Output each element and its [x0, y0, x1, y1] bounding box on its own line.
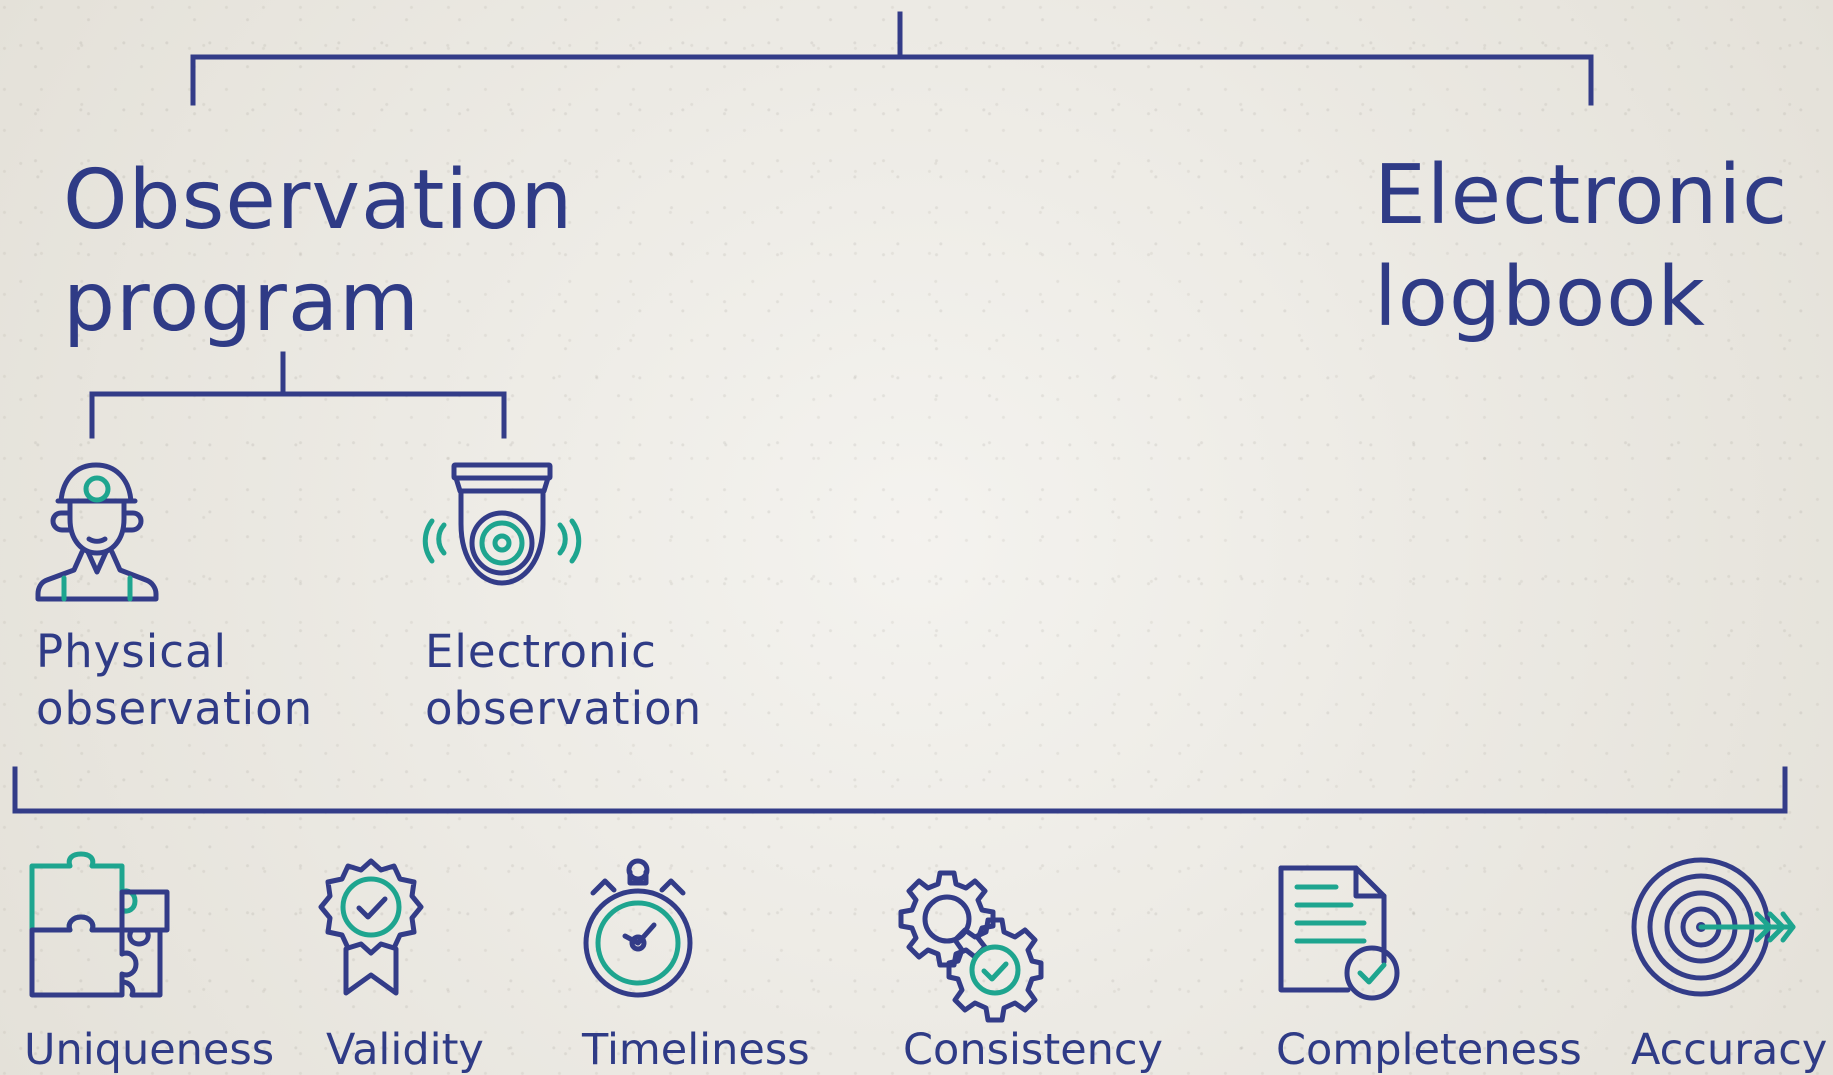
puzzle-icon	[29, 851, 170, 998]
observation-program-connector	[89, 351, 507, 439]
validity-label: Validity	[326, 1025, 484, 1075]
accuracy-label: Accuracy	[1631, 1025, 1828, 1075]
electronic-logbook-title: Electronic logbook	[1374, 148, 1789, 345]
timeliness-label: Timeliness	[582, 1025, 810, 1075]
uniqueness-label: Uniqueness	[24, 1025, 275, 1075]
physical-observation-label: Physical observation	[36, 625, 314, 735]
root-connector	[190, 11, 1594, 106]
electronic-observation-label: Electronic observation	[425, 625, 703, 735]
award-badge-icon	[318, 858, 424, 996]
completeness-label: Completeness	[1276, 1025, 1582, 1075]
document-check-icon	[1278, 865, 1400, 1001]
security-camera-icon	[422, 462, 582, 586]
stopwatch-icon	[583, 858, 693, 998]
gears-check-icon	[898, 870, 1044, 1023]
observation-program-title: Observation program	[63, 153, 574, 350]
worker-icon	[35, 462, 159, 602]
quality-dimensions-connector	[12, 766, 1788, 814]
target-icon	[1631, 857, 1796, 997]
consistency-label: Consistency	[903, 1025, 1163, 1075]
